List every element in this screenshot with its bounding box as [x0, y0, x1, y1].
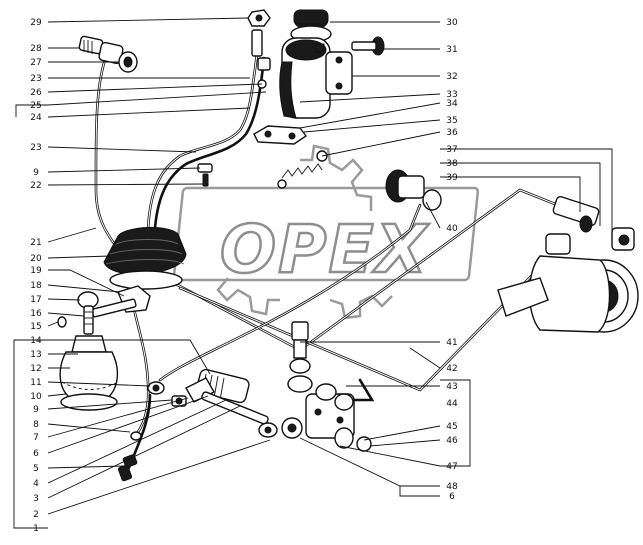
- callout-right-46: 46: [446, 436, 458, 446]
- callout-left-3: 3: [33, 494, 39, 504]
- brake-chamber-30: [279, 9, 353, 119]
- callout-left-4: 4: [33, 479, 39, 489]
- fitting-11: [147, 381, 165, 395]
- bolt-31: [351, 36, 385, 56]
- callout-left-5: 5: [33, 464, 39, 474]
- callout-left-18: 18: [30, 281, 42, 291]
- reservoir-10: [57, 291, 119, 411]
- callout-right-41: 41: [446, 338, 457, 348]
- callout-left-23: 23: [30, 143, 41, 153]
- callout-left-9: 9: [33, 168, 39, 178]
- callout-left-1: 1: [33, 524, 39, 534]
- callout-right-6: 6: [449, 492, 455, 502]
- callout-right-47: 47: [446, 462, 457, 472]
- callout-left-14: 14: [30, 336, 42, 346]
- callout-right-33: 33: [446, 90, 457, 100]
- callout-left-25: 25: [30, 101, 41, 111]
- callout-right-34: 34: [446, 99, 458, 109]
- callout-left-17: 17: [30, 295, 41, 305]
- watermark-text: OPEX: [220, 211, 430, 288]
- callout-right-39: 39: [446, 173, 458, 183]
- callout-right-43: 43: [446, 382, 457, 392]
- callout-left-9: 9: [33, 405, 39, 415]
- hose-fitting-28: [78, 35, 138, 73]
- nut-29: [247, 9, 271, 27]
- callout-left-21: 21: [30, 238, 41, 248]
- wheel-hub: [497, 233, 639, 333]
- callout-left-11: 11: [30, 378, 41, 388]
- callout-left-27: 27: [30, 58, 41, 68]
- callout-left-28: 28: [30, 44, 42, 54]
- clip-22: [197, 163, 213, 187]
- brake-cylinder-8: [185, 368, 278, 438]
- hose-end-5: [117, 431, 142, 482]
- callout-right-38: 38: [446, 159, 458, 169]
- callouts-left: 2928272326252423922212019181716151413121…: [30, 18, 42, 534]
- callout-left-23: 23: [30, 74, 41, 84]
- callout-right-48: 48: [446, 482, 458, 492]
- callout-left-15: 15: [30, 322, 41, 332]
- chamber-40: [385, 169, 442, 211]
- callout-left-10: 10: [30, 392, 42, 402]
- leader-lines: [13, 17, 613, 529]
- callout-right-32: 32: [446, 72, 457, 82]
- callout-left-19: 19: [30, 266, 42, 276]
- callout-right-35: 35: [446, 116, 457, 126]
- lever-mount-19: [91, 285, 151, 318]
- callout-left-16: 16: [30, 309, 42, 319]
- callout-left-26: 26: [30, 88, 42, 98]
- watermark: OPEX: [172, 144, 480, 320]
- spring-36: [277, 150, 328, 189]
- callout-left-7: 7: [33, 433, 39, 443]
- callout-left-20: 20: [30, 254, 42, 264]
- callout-left-13: 13: [30, 350, 41, 360]
- callout-right-45: 45: [446, 422, 457, 432]
- callout-left-29: 29: [30, 18, 42, 28]
- callout-right-37: 37: [446, 145, 457, 155]
- callout-right-40: 40: [446, 224, 458, 234]
- bracket-35: [253, 125, 308, 145]
- callout-left-6: 6: [33, 449, 39, 459]
- callout-right-42: 42: [446, 364, 457, 374]
- callout-left-22: 22: [30, 181, 41, 191]
- callout-left-24: 24: [30, 113, 42, 123]
- brake-valve-44: [281, 321, 372, 452]
- lever-boot-20: [103, 226, 187, 290]
- callout-right-36: 36: [446, 128, 458, 138]
- callout-right-44: 44: [446, 399, 458, 409]
- callout-left-12: 12: [30, 364, 41, 374]
- callout-left-8: 8: [33, 420, 39, 430]
- callout-right-30: 30: [446, 18, 458, 28]
- callout-left-2: 2: [33, 510, 39, 520]
- callout-right-31: 31: [446, 45, 457, 55]
- coupling-39: [552, 195, 635, 251]
